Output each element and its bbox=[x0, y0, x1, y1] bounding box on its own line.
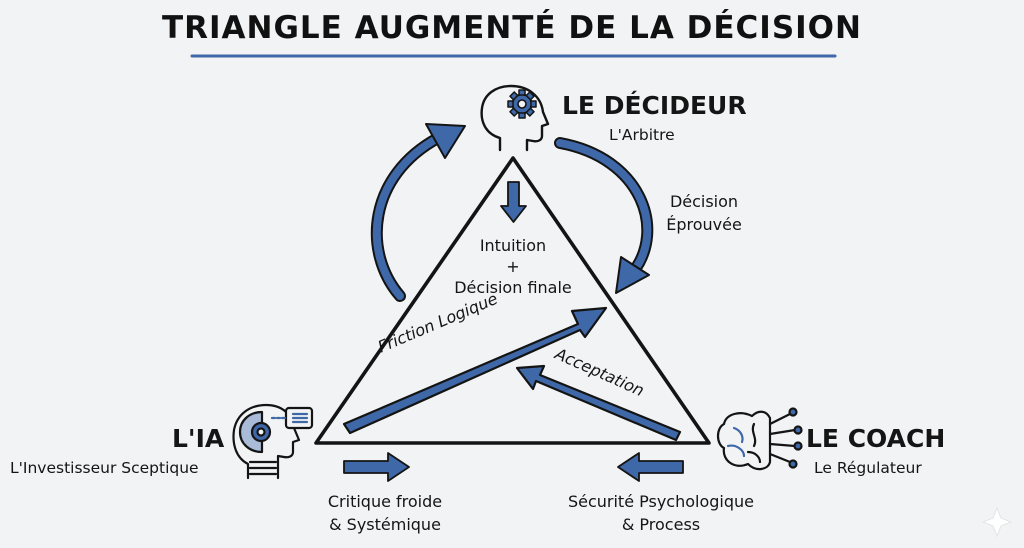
coach-name: LE COACH bbox=[806, 424, 946, 453]
decision-eprouvee-line2: Éprouvée bbox=[666, 215, 742, 234]
ia-output-line2: & Systémique bbox=[329, 515, 441, 534]
ia-output-line1: Critique froide bbox=[327, 492, 443, 511]
ia-output-label: Critique froide & Systémique bbox=[300, 490, 470, 536]
coach-output-line1: Sécurité Psychologique bbox=[567, 492, 755, 511]
curved-arrow-right-icon bbox=[554, 137, 654, 294]
left-arrow-icon bbox=[617, 452, 684, 482]
brain-circuit-icon bbox=[716, 407, 803, 471]
ia-name: L'IA bbox=[172, 424, 225, 453]
sparkle-icon bbox=[981, 506, 1013, 538]
center-text: Intuition + Décision finale bbox=[433, 235, 593, 298]
center-line2: + bbox=[506, 257, 520, 276]
head-gear-icon bbox=[480, 84, 550, 152]
center-line1: Intuition bbox=[479, 236, 547, 255]
decision-triangle bbox=[314, 156, 711, 445]
coach-subtitle: Le Régulateur bbox=[814, 459, 922, 477]
right-arrow-icon bbox=[343, 452, 410, 482]
page-title: TRIANGLE AUGMENTÉ DE LA DÉCISION bbox=[162, 10, 862, 46]
ia-subtitle: L'Investisseur Sceptique bbox=[10, 459, 199, 477]
decision-eprouvee-line1: Décision bbox=[669, 192, 739, 211]
coach-output-line2: & Process bbox=[621, 515, 701, 534]
center-line3: Décision finale bbox=[454, 278, 572, 297]
curved-arrow-left-icon bbox=[370, 123, 466, 302]
acceptation-arrow-icon bbox=[515, 364, 682, 442]
decision-eprouvee-label: Décision Éprouvée bbox=[658, 190, 750, 236]
coach-output-label: Sécurité Psychologique & Process bbox=[541, 490, 781, 536]
decideur-subtitle: L'Arbitre bbox=[609, 126, 675, 144]
robot-head-icon bbox=[232, 403, 314, 480]
friction-arrow-icon bbox=[342, 306, 608, 435]
down-arrow-icon bbox=[500, 181, 527, 223]
decideur-name: LE DÉCIDEUR bbox=[562, 91, 747, 120]
